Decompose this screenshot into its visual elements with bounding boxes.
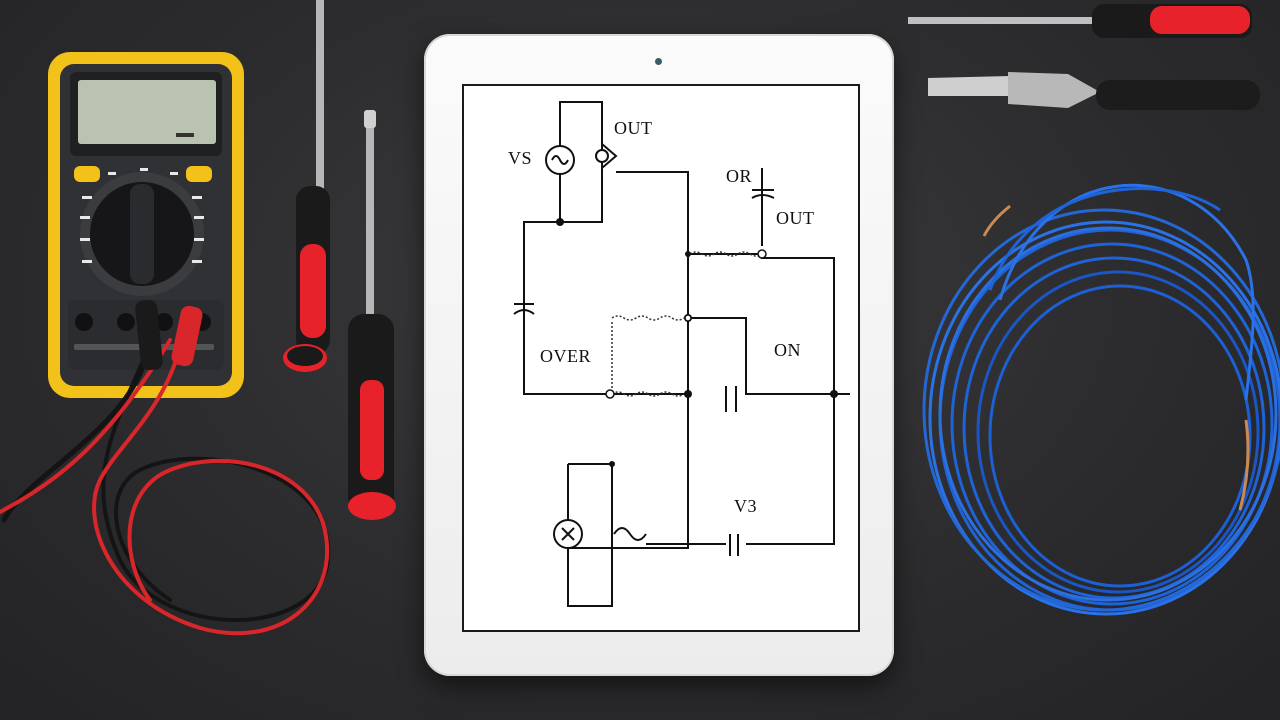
pliers <box>928 72 1260 110</box>
label-over: OVER <box>540 346 591 366</box>
range-button <box>186 166 212 182</box>
wire-coil <box>922 183 1280 616</box>
label-or-right: OR <box>726 166 753 186</box>
label-on: ON <box>774 340 801 360</box>
lcd-display <box>78 80 216 144</box>
schematic-screen: VS OUT OR OUT OVER ON V3 <box>462 84 860 632</box>
label-vs: VS <box>508 148 533 168</box>
circuit-schematic <box>513 101 850 607</box>
label-out-right: OUT <box>776 208 815 228</box>
tablet: VS OUT OR OUT OVER ON V3 <box>424 34 894 676</box>
hold-button <box>74 166 100 182</box>
label-v3: V3 <box>734 496 757 516</box>
camera-lens <box>655 58 662 65</box>
screwdriver <box>908 4 1252 38</box>
screwdriver <box>348 110 396 520</box>
screwdriver <box>283 0 330 372</box>
multimeter <box>48 52 244 398</box>
label-out-top: OUT <box>614 118 653 138</box>
test-probes <box>0 299 331 636</box>
